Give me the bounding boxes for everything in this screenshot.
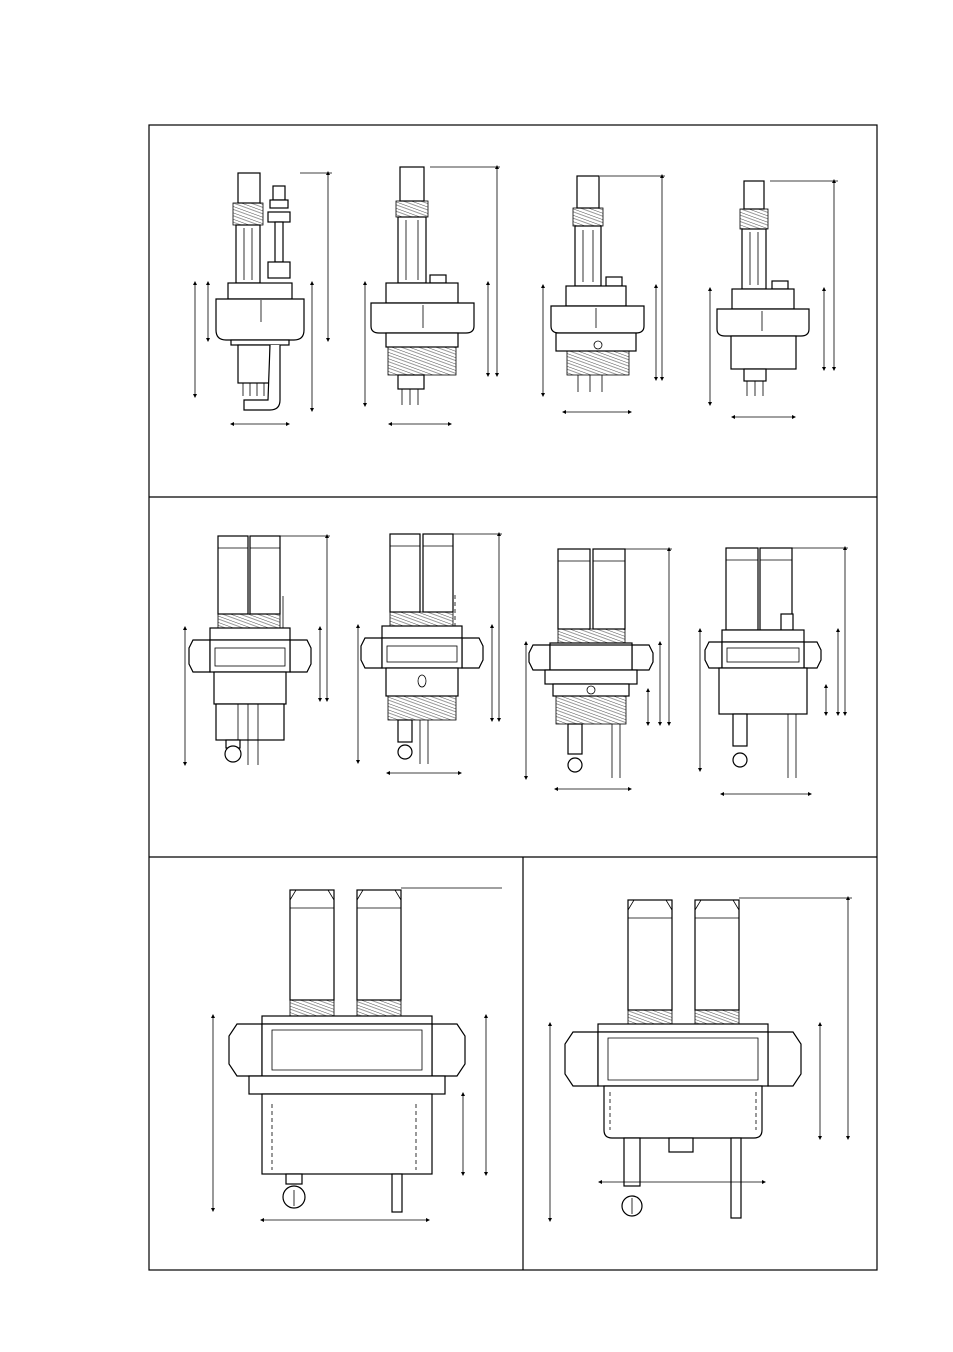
row-1-drawings [195,167,838,424]
sensor-fitting-a3 [543,176,665,412]
sensor-fitting-b2 [358,534,502,773]
sensor-fitting-b1 [185,536,330,765]
row-3-right-drawing [550,898,852,1220]
sensor-fitting-b3 [526,549,672,789]
sensor-fitting-a1 [195,173,332,424]
sensor-fitting-a4 [710,181,838,417]
row-2-drawings [185,534,848,794]
sensor-fitting-c2 [550,898,852,1220]
sensor-fitting-a2 [365,167,500,424]
row-3-left-drawing [213,888,502,1220]
sensor-fitting-b4 [700,548,848,794]
sensor-fitting-c1 [213,888,502,1220]
